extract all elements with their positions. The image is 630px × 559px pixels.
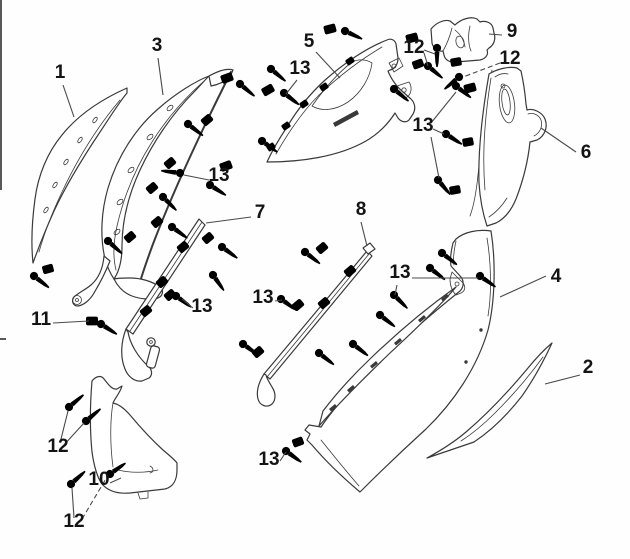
screw-icon: [160, 166, 185, 178]
screw-icon: [422, 60, 446, 82]
part-9-bracket: [430, 17, 496, 63]
callout-11: 11: [31, 309, 52, 330]
callout-7: 7: [255, 202, 266, 223]
screw-icon: [157, 191, 180, 214]
screw-icon: [28, 270, 52, 291]
screw-icon: [424, 262, 448, 283]
clip-icon: [251, 345, 265, 359]
callout-13-f: 13: [191, 296, 212, 317]
washer-icon: [463, 82, 477, 94]
clip-icon: [448, 184, 462, 196]
washer-icon: [323, 23, 337, 35]
screw-icon: [339, 25, 364, 43]
screw-icon: [432, 43, 442, 67]
clip-icon: [291, 436, 305, 448]
screw-icon: [432, 174, 454, 198]
callout-5: 5: [304, 31, 315, 52]
screw-icon: [234, 78, 258, 100]
clip-icon: [123, 230, 137, 244]
screw-icon: [265, 63, 289, 85]
screw-icon: [95, 318, 120, 338]
part-4-panel: [304, 229, 495, 493]
callout-13-c: 13: [208, 165, 229, 186]
clip-icon: [201, 231, 215, 245]
clip-icon: [150, 215, 164, 229]
part-2-trim: [426, 342, 553, 459]
screw-icon: [347, 338, 371, 359]
clip-icon: [315, 241, 329, 255]
clip-icon: [41, 263, 55, 275]
screw-icon: [216, 241, 240, 262]
part-8-strip: [256, 242, 376, 407]
callout-13-d: 13: [389, 262, 410, 283]
callout-13-g: 13: [258, 449, 279, 470]
clip-icon: [291, 298, 305, 312]
screw-icon: [278, 87, 302, 108]
part-1-cover: [31, 87, 128, 264]
part-10-cover: [89, 375, 178, 500]
part-5-panel: [266, 38, 416, 163]
screw-icon: [65, 468, 88, 490]
part-6-cover: [469, 66, 547, 227]
callout-labels: 1 3 5 13 12 9 12 13 6 13 7 8 13 13 11 13…: [31, 21, 593, 532]
callout-9: 9: [507, 21, 518, 42]
callout-12-a: 12: [403, 37, 424, 58]
callout-13-b: 13: [412, 115, 433, 136]
washer-icon: [260, 83, 276, 97]
callout-12-d: 12: [63, 511, 84, 532]
callout-2: 2: [583, 357, 594, 378]
screw-icon: [388, 289, 411, 312]
callout-12-c: 12: [47, 436, 68, 457]
callout-8: 8: [356, 199, 367, 220]
screw-icon: [313, 347, 337, 368]
callout-10: 10: [88, 469, 109, 490]
screw-icon: [440, 128, 465, 148]
screw-icon: [374, 309, 398, 330]
callout-1: 1: [55, 62, 66, 83]
clip-icon: [163, 156, 177, 170]
callout-4: 4: [551, 266, 562, 287]
callout-lines: [52, 33, 581, 520]
callout-3: 3: [152, 35, 163, 56]
clip-icon: [461, 136, 475, 148]
clip-icon: [145, 181, 159, 195]
screw-icon: [63, 391, 87, 413]
screw-icon: [207, 269, 228, 293]
clip-icon: [200, 113, 214, 127]
callout-6: 6: [581, 142, 592, 163]
clip-icon: [411, 58, 425, 70]
callout-13-e: 13: [252, 287, 273, 308]
callout-12-b: 12: [499, 48, 520, 69]
callout-13-a: 13: [289, 58, 310, 79]
